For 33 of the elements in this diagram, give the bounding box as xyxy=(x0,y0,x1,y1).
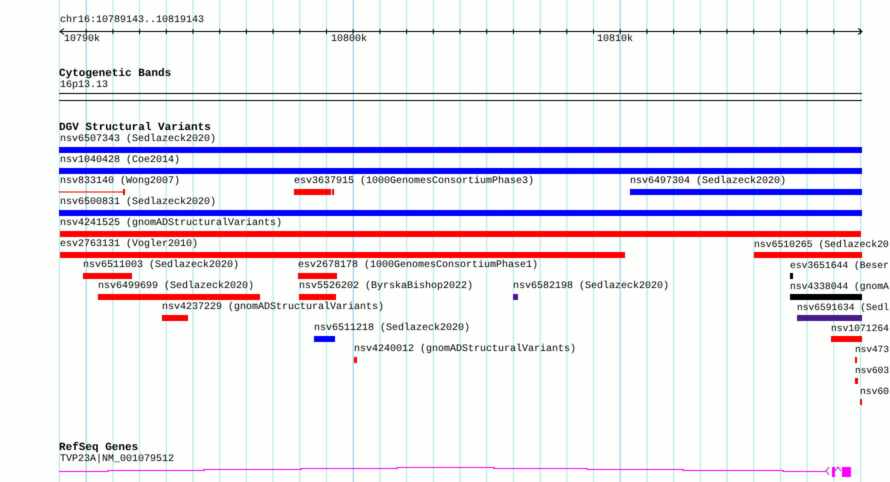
variant-label: nsv6507343 (Sedlazeck2020) xyxy=(60,134,216,146)
track-heading: DGV Structural Variants xyxy=(59,122,211,134)
axis-label: 10790k xyxy=(64,34,100,46)
variant-label: esv2763131 (Vogler2010) xyxy=(60,239,198,251)
variant-label: nsv6500831 (Sedlazeck2020) xyxy=(60,197,216,209)
variant-label: nsv473 xyxy=(855,344,889,356)
axis-label: 10800k xyxy=(331,34,368,46)
variant-label: nsv603 xyxy=(855,365,889,377)
variant-label: nsv4237229 (gnomADStructuralVariants) xyxy=(162,302,384,314)
variant-label: nsv6591634 (Sedl xyxy=(797,302,889,314)
variant-label: esv3651644 (Beser xyxy=(790,260,889,272)
track-heading: RefSeq Genes xyxy=(59,442,138,454)
variant-label: nsv6511003 (Sedlazeck2020) xyxy=(83,260,240,272)
variant-label: esv2678178 (1000GenomesConsortiumPhase1) xyxy=(298,260,538,272)
variant-label: esv3637915 (1000GenomesConsortiumPhase3) xyxy=(294,176,534,188)
variant-label: nsv6511218 (Sedlazeck2020) xyxy=(314,323,470,335)
variant-label: nsv6499699 (Sedlazeck2020) xyxy=(98,281,254,293)
variant-label: nsv1040428 (Coe2014) xyxy=(60,155,180,167)
variant-label: nsv5526202 (ByrskaBishop2022) xyxy=(299,281,474,293)
gene-label: TVP23A|NM_001079512 xyxy=(60,454,174,466)
variant-label: nsv6497304 (Sedlazeck2020) xyxy=(630,176,786,188)
variant-label: nsv833140 (Wong2007) xyxy=(60,176,180,188)
variant-label: nsv4338044 (gnomA xyxy=(790,281,889,293)
axis-label: 10810k xyxy=(597,34,634,46)
variant-label: nsv6510265 (Sedlazeck20 xyxy=(754,239,889,251)
variant-label: nsv6582198 (Sedlazeck2020) xyxy=(513,281,670,293)
track-heading: Cytogenetic Bands xyxy=(59,68,172,80)
axis-label: 16p13.13 xyxy=(60,80,108,92)
variant-label: nsv4240012 (gnomADStructuralVariants) xyxy=(354,344,576,356)
variant-label: nsv4241525 (gnomADStructuralVariants) xyxy=(60,218,282,230)
axis-label: chr16:10789143..10819143 xyxy=(60,15,204,27)
variant-label: nsv60 xyxy=(860,386,889,398)
variant-label: nsv1071264 xyxy=(831,323,889,335)
